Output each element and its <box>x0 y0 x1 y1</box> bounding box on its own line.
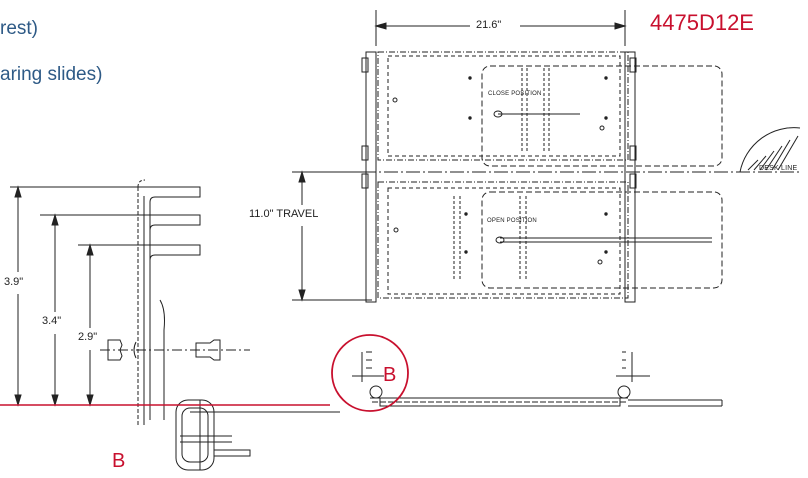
height-dimensions <box>10 185 200 407</box>
caption-line-2: aring slides) <box>0 64 103 85</box>
width-dimension <box>374 10 627 46</box>
height-dimension-label-2: 3.4" <box>40 315 64 327</box>
travel-dimension-label: 11.0" TRAVEL <box>247 208 321 220</box>
height-dimension-label-1: 3.9" <box>2 276 26 288</box>
keyboard-bracket-profiles <box>100 179 251 471</box>
desk-line <box>340 127 801 173</box>
tray-open-position <box>361 173 723 299</box>
detail-b-callout-circle <box>331 334 409 412</box>
detail-b-label: B <box>112 450 126 472</box>
open-position-label: OPEN POSITION <box>487 218 537 224</box>
close-position-label: CLOSE POSITION <box>488 91 542 97</box>
tray-close-position <box>361 51 723 303</box>
detail-b-callout-letter: B <box>383 364 397 386</box>
height-dimension-label-3: 2.9" <box>76 331 100 343</box>
part-number: 4475D12E <box>650 10 754 35</box>
caption-line-1: rest) <box>0 18 38 39</box>
desk-line-label: DESK LINE <box>759 165 798 172</box>
travel-dimension <box>292 170 372 302</box>
side-view <box>352 351 723 407</box>
width-dimension-label: 21.6" <box>474 19 504 31</box>
